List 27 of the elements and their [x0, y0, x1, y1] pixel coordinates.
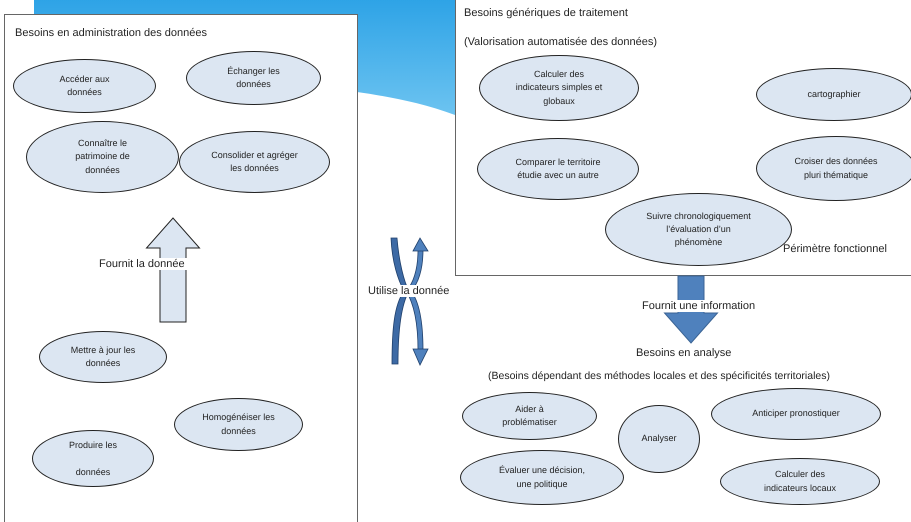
ellipse-node: Calculer des indicateurs locaux — [720, 458, 880, 505]
ellipse-node: Homogénéiser les données — [174, 398, 303, 451]
panel-heading: Besoins génériques de traitement — [464, 7, 628, 19]
ellipse-node: Croiser des données pluri thématique — [756, 136, 911, 201]
panel-box — [4, 14, 358, 522]
panel-note: Périmètre fonctionnel — [783, 243, 887, 255]
edge-label: Fournit une information — [640, 300, 758, 312]
ellipse-node: Connaître le patrimoine de données — [26, 121, 179, 193]
ellipse-node: Anticiper pronostiquer — [711, 388, 881, 440]
ellipse-node: Calculer des indicateurs simples et globaux — [479, 55, 639, 121]
section-subheading: (Besoins dépendant des méthodes locales et des spécificités territoriales) — [488, 370, 830, 382]
ellipse-node: Accéder aux données — [13, 59, 156, 113]
section-heading: Besoins en analyse — [636, 347, 732, 359]
ellipse-node: Produire les données — [32, 430, 154, 487]
edge-label: Fournit la donnée — [97, 258, 187, 270]
ellipse-node: Aider à problématiser — [462, 392, 597, 440]
ellipse-node: Analyser — [618, 405, 700, 473]
panel-note: (Valorisation automatisée des données) — [464, 36, 658, 48]
panel-heading: Besoins en administration des données — [15, 27, 208, 39]
ellipse-node: Échanger les données — [186, 51, 321, 105]
action-label: Utilise la donnée — [366, 285, 452, 297]
ellipse-node: Évaluer une décision, une politique — [460, 450, 624, 505]
ellipse-node: Comparer le territoire étudie avec un autre — [477, 138, 639, 200]
ellipse-node: Mettre à jour les données — [39, 331, 167, 383]
panel-box — [455, 0, 911, 276]
ellipse-node: cartographier — [756, 68, 911, 121]
ellipse-node: Consolider et agréger les données — [179, 131, 330, 193]
